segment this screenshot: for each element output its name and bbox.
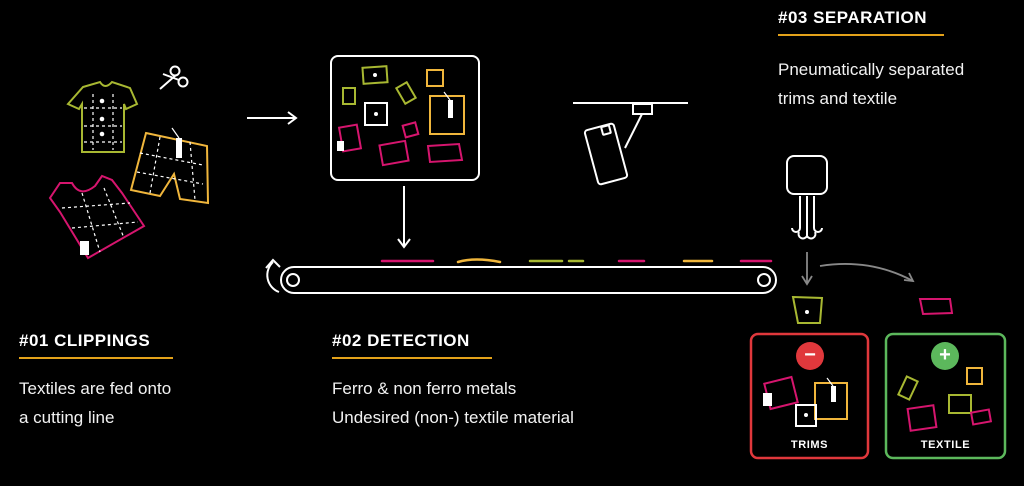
trims-label: TRIMS <box>790 439 829 451</box>
detection-box <box>330 55 480 181</box>
falling-trim-piece <box>791 295 824 324</box>
belt-materials <box>380 258 773 264</box>
vest-clipping-icon <box>48 174 146 260</box>
scissors-icon <box>159 65 189 90</box>
step-1-heading: #01 CLIPPINGS <box>19 331 173 359</box>
step-2-heading: #02 DETECTION <box>332 331 492 359</box>
metal-detector-icon <box>573 102 688 186</box>
conveyor-belt <box>265 258 777 294</box>
textile-label: TEXTILE <box>920 439 971 451</box>
pneumatic-separator-icon <box>786 155 828 240</box>
detection-arrow <box>397 186 411 249</box>
step-1-line-1: Textiles are fed onto <box>19 379 172 398</box>
step-3-line-2: trims and textile <box>778 89 898 108</box>
separator-arrows <box>801 252 915 286</box>
tshirt-clipping-icon <box>66 80 139 153</box>
textile-bin <box>884 332 1007 460</box>
shorts-clipping-icon <box>129 127 210 205</box>
step-2-line-2: Undesired (non-) textile material <box>332 408 574 427</box>
step-2-line-1: Ferro & non ferro metals <box>332 379 517 398</box>
step-1-line-2: a cutting line <box>19 408 115 427</box>
falling-textile-piece <box>918 298 954 316</box>
plus-icon: + <box>931 342 959 370</box>
minus-icon: − <box>796 342 824 370</box>
feed-arrow <box>247 111 298 125</box>
step-3-heading: #03 SEPARATION <box>778 8 944 36</box>
trims-bin <box>749 332 870 460</box>
step-3-line-1: Pneumatically separated <box>778 60 965 79</box>
